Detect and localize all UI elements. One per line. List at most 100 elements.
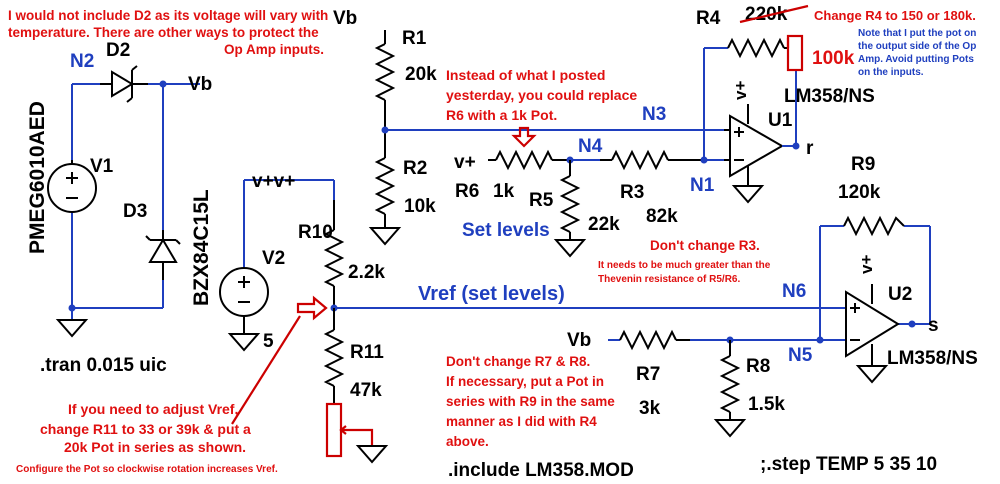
r5-value-label: 22k xyxy=(588,214,620,235)
junction-n5 xyxy=(816,336,824,344)
r2-value-label: 10k xyxy=(404,196,436,217)
resistor-r1 xyxy=(374,30,396,130)
vb-left-label: Vb xyxy=(188,74,212,95)
junction-u2-out xyxy=(908,320,916,328)
pot-r4-red xyxy=(786,34,804,72)
u2-supply-label: v+ xyxy=(857,255,876,274)
diode-d2 xyxy=(100,65,148,103)
note-vref-line4: Configure the Pot so clockwise rotation … xyxy=(16,464,278,475)
resistor-r11 xyxy=(323,308,345,404)
note-d2-line3: Op Amp inputs. xyxy=(224,42,324,57)
u1-out-label: r xyxy=(806,138,814,159)
note-r6-line3: R6 with a 1k Pot. xyxy=(446,107,557,123)
note-pot-line4: on the inputs. xyxy=(858,67,924,78)
r4-new-value-label: 100k xyxy=(812,48,855,69)
pot-arrow-r6 xyxy=(511,126,537,148)
resistor-r2 xyxy=(368,130,402,246)
ground-left xyxy=(55,319,89,338)
wires-left xyxy=(71,83,200,320)
r8-value-label: 1.5k xyxy=(748,394,785,415)
ground-r11 xyxy=(355,445,389,464)
include-directive: .include LM358.MOD xyxy=(448,460,634,481)
junction-n1 xyxy=(700,156,708,164)
note-vref-line2: change R11 to 33 or 39k & put a xyxy=(40,421,251,437)
note-pot-line3: Amp. Avoid putting Pots xyxy=(858,54,974,65)
u2-name-label: U2 xyxy=(888,284,912,305)
note-r6-line1: Instead of what I posted xyxy=(446,67,605,83)
r4-name-label: R4 xyxy=(696,8,721,29)
vref-pointer-line xyxy=(231,315,301,425)
note-d2-line2: temperature. There are other ways to pro… xyxy=(8,25,319,40)
note-r78-line3: series with R9 in the same xyxy=(446,394,615,409)
note-r78-line2: If necessary, put a Pot in xyxy=(446,374,604,389)
voltage-source-v1 xyxy=(47,160,97,213)
r11-name-label: R11 xyxy=(350,342,384,363)
note-r4: Change R4 to 150 or 180k. xyxy=(814,8,976,23)
r4-strikethrough xyxy=(739,4,809,24)
note-r6-line2: yesterday, you could replace xyxy=(446,87,637,103)
note-pot-line2: the output side of the Op xyxy=(858,41,976,52)
r1-value-label: 20k xyxy=(405,64,437,85)
note-vref-line3: 20k Pot in series as shown. xyxy=(64,439,246,455)
v2-name-label: V2 xyxy=(262,248,285,269)
r2-name-label: R2 xyxy=(403,158,427,179)
r7-name-label: R7 xyxy=(636,364,660,385)
voltage-source-v2 xyxy=(219,267,269,352)
v2-supply-label: v+v+ xyxy=(252,171,295,192)
note-r78-line1: Don't change R7 & R8. xyxy=(446,354,590,369)
resistor-r8 xyxy=(713,340,747,438)
r3-value-label: 82k xyxy=(646,206,678,227)
resistor-r7 xyxy=(619,329,690,351)
r10-name-label: R10 xyxy=(298,222,333,243)
note-vref-line1: If you need to adjust Vref, xyxy=(68,401,238,417)
d3-name-label: D3 xyxy=(123,201,147,222)
junction-ground-left xyxy=(68,304,76,312)
v1-name-label: V1 xyxy=(90,156,114,177)
set-levels-label: Set levels xyxy=(462,220,550,241)
resistor-r3 xyxy=(600,149,704,171)
wires-v2 xyxy=(243,179,810,309)
opamp-u1 xyxy=(724,104,785,204)
r5-name-label: R5 xyxy=(529,190,554,211)
r6-name-label: R6 xyxy=(455,181,479,202)
u1-model-label: LM358/NS xyxy=(784,86,875,107)
r9-name-label: R9 xyxy=(851,154,875,175)
d2-name-label: D2 xyxy=(106,40,130,61)
note-r3-line1: Don't change R3. xyxy=(650,238,760,253)
u2-model-label: LM358/NS xyxy=(887,348,978,369)
resistor-r5 xyxy=(553,160,587,258)
note-r78-line5: above. xyxy=(446,434,489,449)
net-n5-label: N5 xyxy=(788,345,813,366)
u1-name-label: U1 xyxy=(768,110,793,131)
d3-model-label: BZX84C15L xyxy=(190,189,213,306)
r6-value-label: 1k xyxy=(493,181,515,202)
note-r3-line2: It needs to be much greater than the xyxy=(598,260,771,271)
r3-name-label: R3 xyxy=(620,182,644,203)
net-n1-label: N1 xyxy=(690,175,715,196)
note-r3-line3: Thevenin resistance of R5/R6. xyxy=(598,274,740,285)
net-n4-label: N4 xyxy=(578,136,603,157)
net-n2-label: N2 xyxy=(70,51,94,72)
r10-value-label: 2.2k xyxy=(348,262,385,283)
vb-bottom-label: Vb xyxy=(567,330,591,351)
r1-name-label: R1 xyxy=(402,28,427,49)
resistor-r6 xyxy=(488,149,570,171)
tran-directive: .tran 0.015 uic xyxy=(40,355,167,376)
note-pot-line1: Note that I put the pot on xyxy=(858,28,976,39)
junction-vb-left xyxy=(159,80,167,88)
step-directive: ;.step TEMP 5 35 10 xyxy=(760,454,937,475)
v2-value-label: 5 xyxy=(263,331,274,352)
resistor-r10 xyxy=(323,200,345,308)
r11-value-label: 47k xyxy=(350,380,382,401)
r8-name-label: R8 xyxy=(746,356,770,377)
net-n6-label: N6 xyxy=(782,281,806,302)
pot-r11-red xyxy=(325,402,374,458)
vref-label: Vref (set levels) xyxy=(418,283,565,305)
zener-d3 xyxy=(145,230,181,280)
note-r78-line4: manner as I did with R4 xyxy=(446,414,597,429)
vb-top-label: Vb xyxy=(333,8,357,29)
r7-value-label: 3k xyxy=(639,398,661,419)
junction-r1-r2 xyxy=(381,126,389,134)
